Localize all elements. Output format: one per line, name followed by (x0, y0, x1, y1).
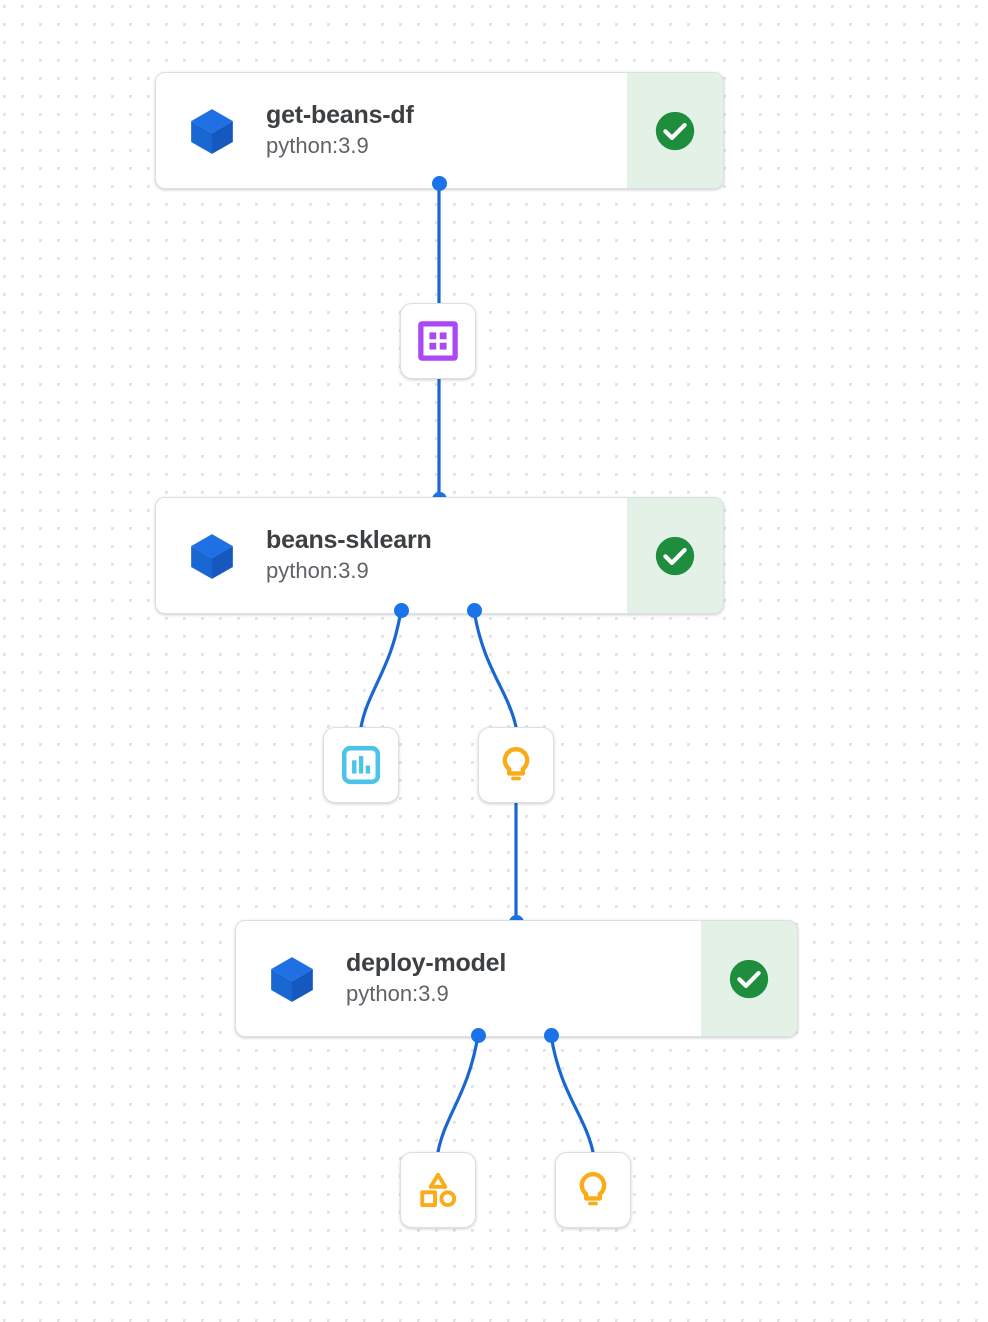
cube-icon (266, 953, 318, 1005)
task-node-get-beans-df[interactable]: get-beans-df python:3.9 (155, 72, 724, 189)
dataset-icon (418, 321, 458, 361)
task-runtime: python:3.9 (346, 981, 449, 1007)
task-body: get-beans-df python:3.9 (156, 73, 627, 188)
task-runtime: python:3.9 (266, 133, 369, 159)
task-text: beans-sklearn python:3.9 (266, 525, 432, 586)
task-title: beans-sklearn (266, 525, 432, 554)
lightbulb-icon (579, 1172, 607, 1206)
port-beans-sklearn-output-model[interactable] (466, 602, 482, 618)
cube-icon (186, 530, 238, 582)
check-circle-icon (655, 111, 695, 150)
classification-icon (420, 1172, 457, 1207)
task-body: beans-sklearn python:3.9 (156, 498, 627, 613)
status-panel (701, 921, 797, 1036)
task-node-beans-sklearn[interactable]: beans-sklearn python:3.9 (155, 497, 724, 614)
lightbulb-icon (502, 747, 530, 781)
artifact-node-metrics[interactable] (323, 727, 399, 803)
artifact-node-model[interactable] (478, 727, 554, 803)
task-body: deploy-model python:3.9 (236, 921, 701, 1036)
edge-deploymodel-to-shapes (436, 1033, 480, 1154)
task-text: deploy-model python:3.9 (346, 948, 506, 1009)
artifact-node-dataset[interactable] (400, 303, 476, 379)
edge-deploymodel-to-endpoint (549, 1033, 595, 1154)
task-node-deploy-model[interactable]: deploy-model python:3.9 (235, 920, 798, 1037)
bar-chart-icon (341, 745, 381, 785)
status-panel (627, 73, 723, 188)
port-get-beans-df-output[interactable] (431, 175, 447, 191)
artifact-node-shapes[interactable] (400, 1152, 476, 1228)
port-deploy-model-output-endpoint[interactable] (543, 1027, 559, 1043)
edge-beanssklearn-to-model (472, 608, 518, 729)
edge-beanssklearn-to-metrics (359, 608, 403, 729)
port-beans-sklearn-output-metrics[interactable] (393, 602, 409, 618)
task-title: get-beans-df (266, 100, 414, 129)
status-panel (627, 498, 723, 613)
port-deploy-model-output-shapes[interactable] (470, 1027, 486, 1043)
task-text: get-beans-df python:3.9 (266, 100, 414, 161)
artifact-node-endpoint[interactable] (555, 1152, 631, 1228)
task-runtime: python:3.9 (266, 558, 369, 584)
check-circle-icon (729, 959, 769, 998)
cube-icon (186, 105, 238, 157)
task-title: deploy-model (346, 948, 507, 977)
check-circle-icon (655, 536, 695, 575)
